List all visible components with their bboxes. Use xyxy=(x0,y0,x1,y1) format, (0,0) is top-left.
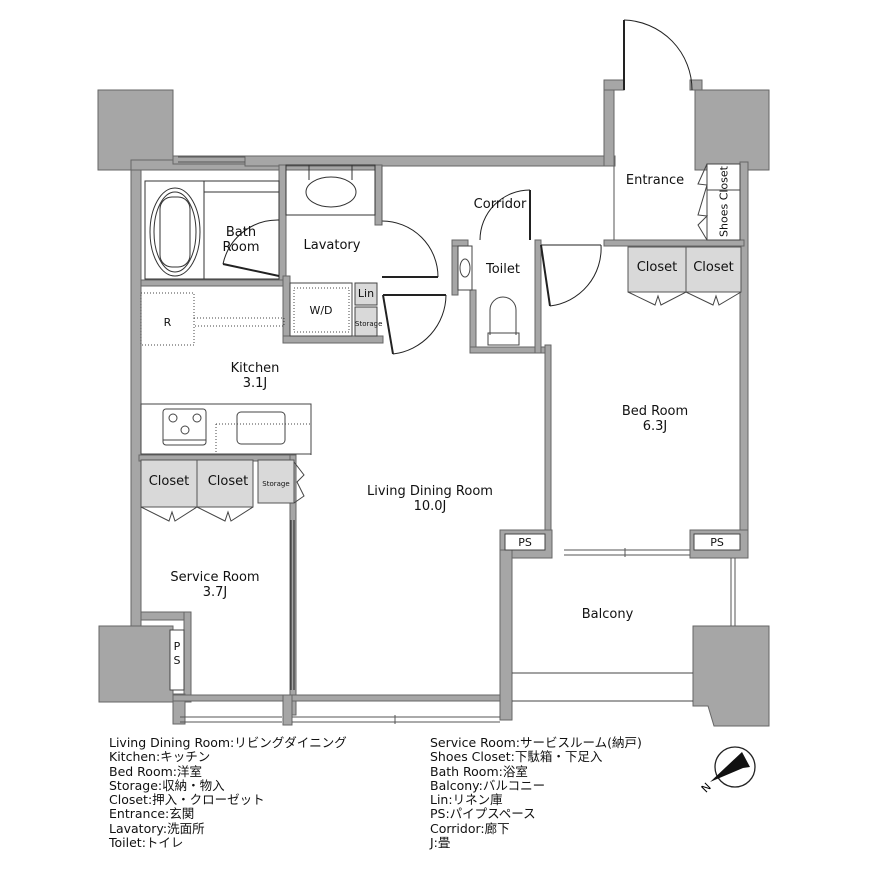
refrigerator-label: R xyxy=(163,316,172,329)
legend-item: Living Dining Room:リビングダイニング xyxy=(109,735,347,750)
pipe-space-boxes xyxy=(169,533,741,691)
ps-left-label: PS xyxy=(518,536,532,549)
service-room-label: Service Room 3.7J xyxy=(150,570,280,600)
legend-item: Lavatory:洗面所 xyxy=(109,820,205,836)
legend-item: Bath Room:浴室 xyxy=(430,763,528,779)
kitchen-name: Kitchen xyxy=(230,361,280,376)
legend-item: Shoes Closet:下駄箱・下足入 xyxy=(430,749,603,765)
toilet-label: Toilet xyxy=(485,262,520,277)
closet-service-2-label: Closet xyxy=(207,474,249,489)
bath-room-label-line1: Bath xyxy=(225,225,257,240)
legend-item: Corridor:廊下 xyxy=(430,820,510,836)
bed-room-label: Bed Room 6.3J xyxy=(590,404,720,434)
service-room-name: Service Room xyxy=(170,570,260,585)
linen-label: Lin xyxy=(357,287,375,300)
ps-right-label: PS xyxy=(710,536,724,549)
legend-item: J:畳 xyxy=(430,835,451,851)
svg-text:N: N xyxy=(699,780,714,795)
living-dining-name: Living Dining Room xyxy=(367,484,493,499)
legend-item: Balcony:バルコニー xyxy=(430,777,546,793)
legend-item: Lin:リネン庫 xyxy=(430,792,503,808)
bed-room-name: Bed Room xyxy=(621,404,689,419)
washer-area xyxy=(289,282,378,337)
kitchen-size: 3.1J xyxy=(242,376,268,391)
living-dining-label: Living Dining Room 10.0J xyxy=(340,484,520,514)
storage-lavatory-label: Storage xyxy=(355,320,383,328)
legend-item: Closet:押入・クローゼット xyxy=(109,792,265,808)
closet-bed-2-label: Closet xyxy=(693,260,734,275)
kitchen-label: Kitchen 3.1J xyxy=(200,361,310,391)
service-room-size: 3.7J xyxy=(202,585,228,600)
legend-left: Living Dining Room:リビングダイニング Kitchen:キッチ… xyxy=(109,735,347,851)
bed-room-size: 6.3J xyxy=(642,419,668,434)
legend-item: PS:パイプスペース xyxy=(430,806,536,822)
closet-bed-1-label: Closet xyxy=(636,260,678,275)
closet-door-swings xyxy=(140,163,742,522)
north-arrow-icon: N xyxy=(699,746,756,795)
toilet-fixtures xyxy=(457,245,520,346)
closets xyxy=(140,246,742,508)
storage-kitchen-label: Storage xyxy=(262,480,290,488)
shoes-closet-label: Shoes Closet xyxy=(717,166,731,237)
legend-right: Service Room:サービスルーム(納戸) Shoes Closet:下駄… xyxy=(430,735,642,851)
legend-item: Toilet:トイレ xyxy=(109,835,184,851)
windows xyxy=(178,156,736,724)
balcony-railing xyxy=(512,672,693,702)
corridor-label: Corridor xyxy=(473,197,527,212)
legend-item: Entrance:玄関 xyxy=(109,806,195,822)
corridor-lines xyxy=(381,166,615,240)
balcony-label: Balcony xyxy=(581,607,634,622)
entrance-label: Entrance xyxy=(625,173,685,188)
bathtub xyxy=(144,180,280,280)
ps-service-label: P S xyxy=(173,640,181,667)
closet-service-1-label: Closet xyxy=(148,474,190,489)
bath-room-label-line2: Room xyxy=(222,240,260,255)
doors xyxy=(222,19,693,690)
washer-dryer-label: W/D xyxy=(309,304,333,317)
bath-room-label: Bath Room xyxy=(213,225,269,255)
living-dining-size: 10.0J xyxy=(413,499,447,514)
legend-item: Kitchen:キッチン xyxy=(109,749,211,765)
legend-item: Bed Room:洋室 xyxy=(109,763,202,779)
legend-item: Storage:収納・物入 xyxy=(109,777,225,793)
lavatory-sink xyxy=(285,164,376,216)
legend-item: Service Room:サービスルーム(納戸) xyxy=(430,735,642,750)
kitchen-fixtures xyxy=(140,292,312,455)
lavatory-label: Lavatory xyxy=(303,238,361,253)
